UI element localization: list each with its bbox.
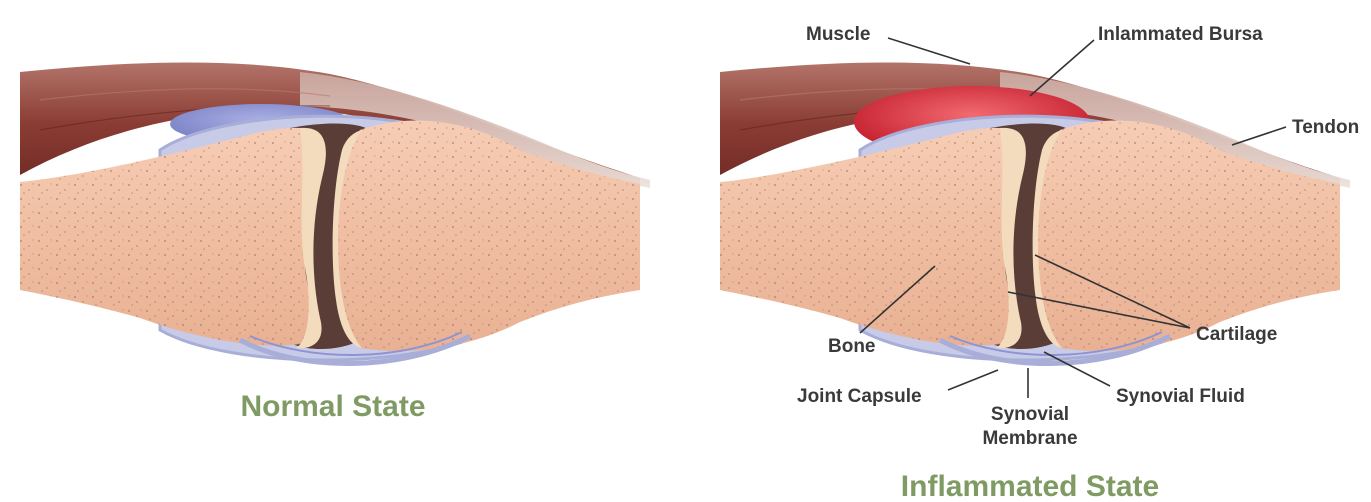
label-joint-capsule: Joint Capsule xyxy=(797,386,922,407)
normal-state-title: Normal State xyxy=(240,390,425,423)
label-bone: Bone xyxy=(828,336,876,357)
label-synovial-fluid: Synovial Fluid xyxy=(1116,386,1245,407)
label-inflamed-bursa: Inlammated Bursa xyxy=(1098,24,1263,45)
label-tendon: Tendon xyxy=(1292,117,1359,138)
label-cartilage: Cartilage xyxy=(1196,324,1277,345)
label-synovial-membrane-line2: Membrane xyxy=(982,428,1077,449)
label-muscle: Muscle xyxy=(806,24,870,45)
normal-state-illustration xyxy=(20,62,650,363)
label-synovial-membrane-line1: Synovial xyxy=(991,404,1069,425)
inflamed-state-title: Inflammated State xyxy=(901,470,1159,502)
inflamed-state-illustration xyxy=(720,62,1350,363)
